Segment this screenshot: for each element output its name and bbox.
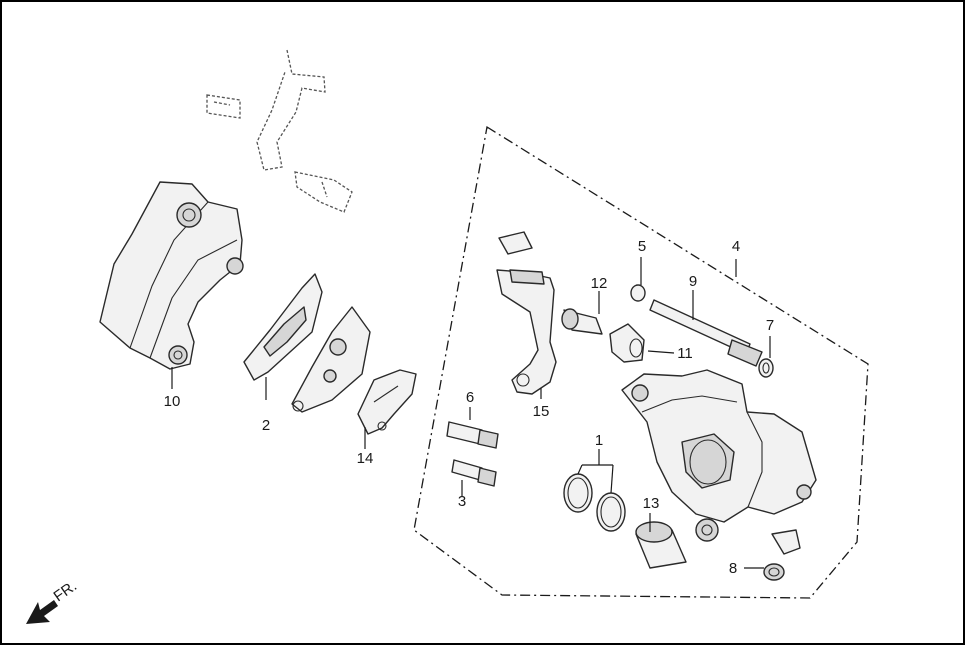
callout-5: 5 [638, 238, 646, 255]
part-9-slide-pin [649, 299, 763, 367]
callout-7: 7 [766, 317, 774, 334]
part-15-bracket-plate [496, 231, 557, 395]
part-8-bleeder-valve [763, 529, 801, 581]
part-3-pin [451, 459, 497, 487]
part-4-caliper-body [621, 369, 817, 542]
direction-label: FR. [51, 577, 81, 605]
part-6-pin [446, 421, 499, 449]
callout-15: 15 [533, 403, 550, 420]
part-10-caliper-bracket [99, 181, 244, 370]
callout-10: 10 [164, 393, 181, 410]
callout-13: 13 [643, 495, 660, 512]
part-5-o-ring [630, 284, 646, 302]
arrow-icon [26, 600, 58, 624]
callout-12: 12 [591, 275, 608, 292]
callout-6: 6 [466, 389, 474, 406]
caliper-assembly-boundary [413, 125, 869, 599]
part-13-piston [635, 521, 687, 569]
part-2-brake-pads [243, 273, 371, 413]
callout-2: 2 [262, 417, 270, 434]
callout-3: 3 [458, 493, 466, 510]
callout-11: 11 [677, 345, 693, 362]
part-12-bushing [561, 308, 603, 335]
ghost-mounting-parts [206, 49, 353, 213]
part-1-piston-seals [563, 473, 626, 532]
callout-9: 9 [689, 273, 697, 290]
callout-1: 1 [595, 432, 603, 449]
leader-lines [171, 257, 771, 569]
front-direction-marker: FR. [26, 577, 80, 624]
part-7-clip [758, 358, 774, 378]
callout-14: 14 [357, 450, 374, 467]
part-14-pad-spring [357, 369, 417, 435]
callout-8: 8 [729, 560, 737, 577]
callout-4: 4 [732, 238, 740, 255]
part-11-boot [609, 323, 645, 363]
